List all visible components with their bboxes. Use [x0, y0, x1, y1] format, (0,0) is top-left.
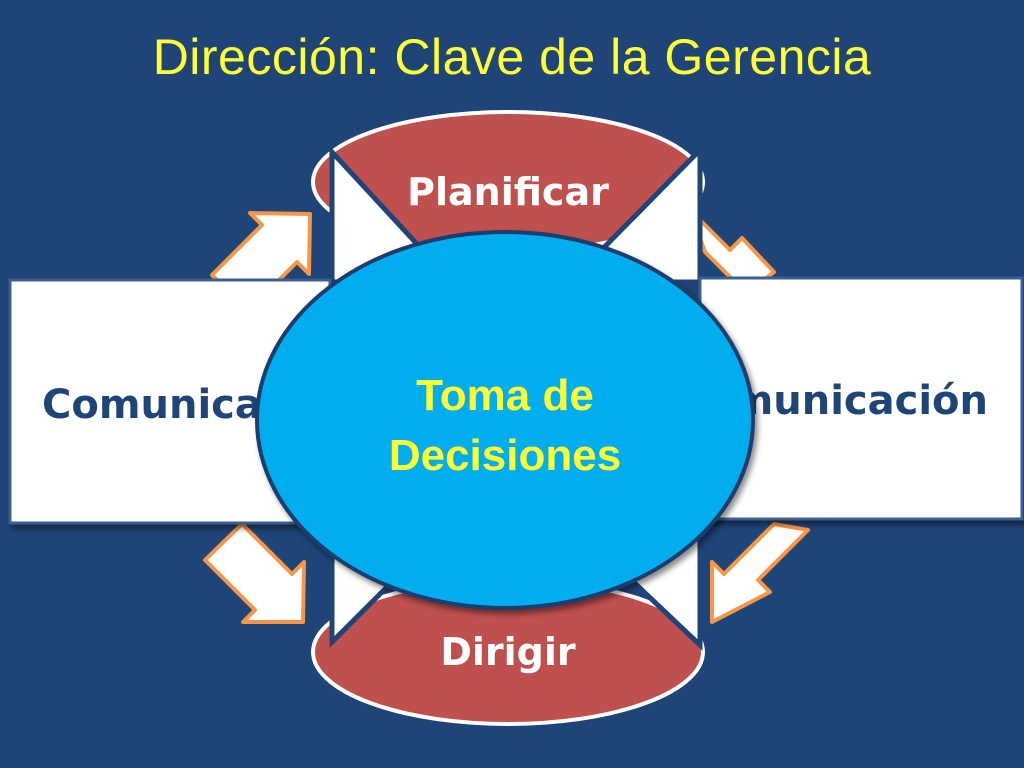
- dirigir-node: Dirigir: [311, 578, 705, 726]
- dirigir-label: Dirigir: [440, 630, 576, 674]
- cycle-arrow-bottom-right: [710, 522, 810, 624]
- decisiones-label: Decisiones: [389, 431, 621, 480]
- cycle-arrow-bottom-left: [203, 522, 306, 624]
- toma-de-label: Toma de: [416, 371, 594, 420]
- slide-title: Dirección: Clave de la Gerencia: [152, 29, 872, 85]
- planificar-node: Planificar: [311, 110, 705, 254]
- planificar-label: Planificar: [407, 170, 609, 214]
- toma-de-decisiones-node: Toma de Decisiones: [255, 230, 755, 610]
